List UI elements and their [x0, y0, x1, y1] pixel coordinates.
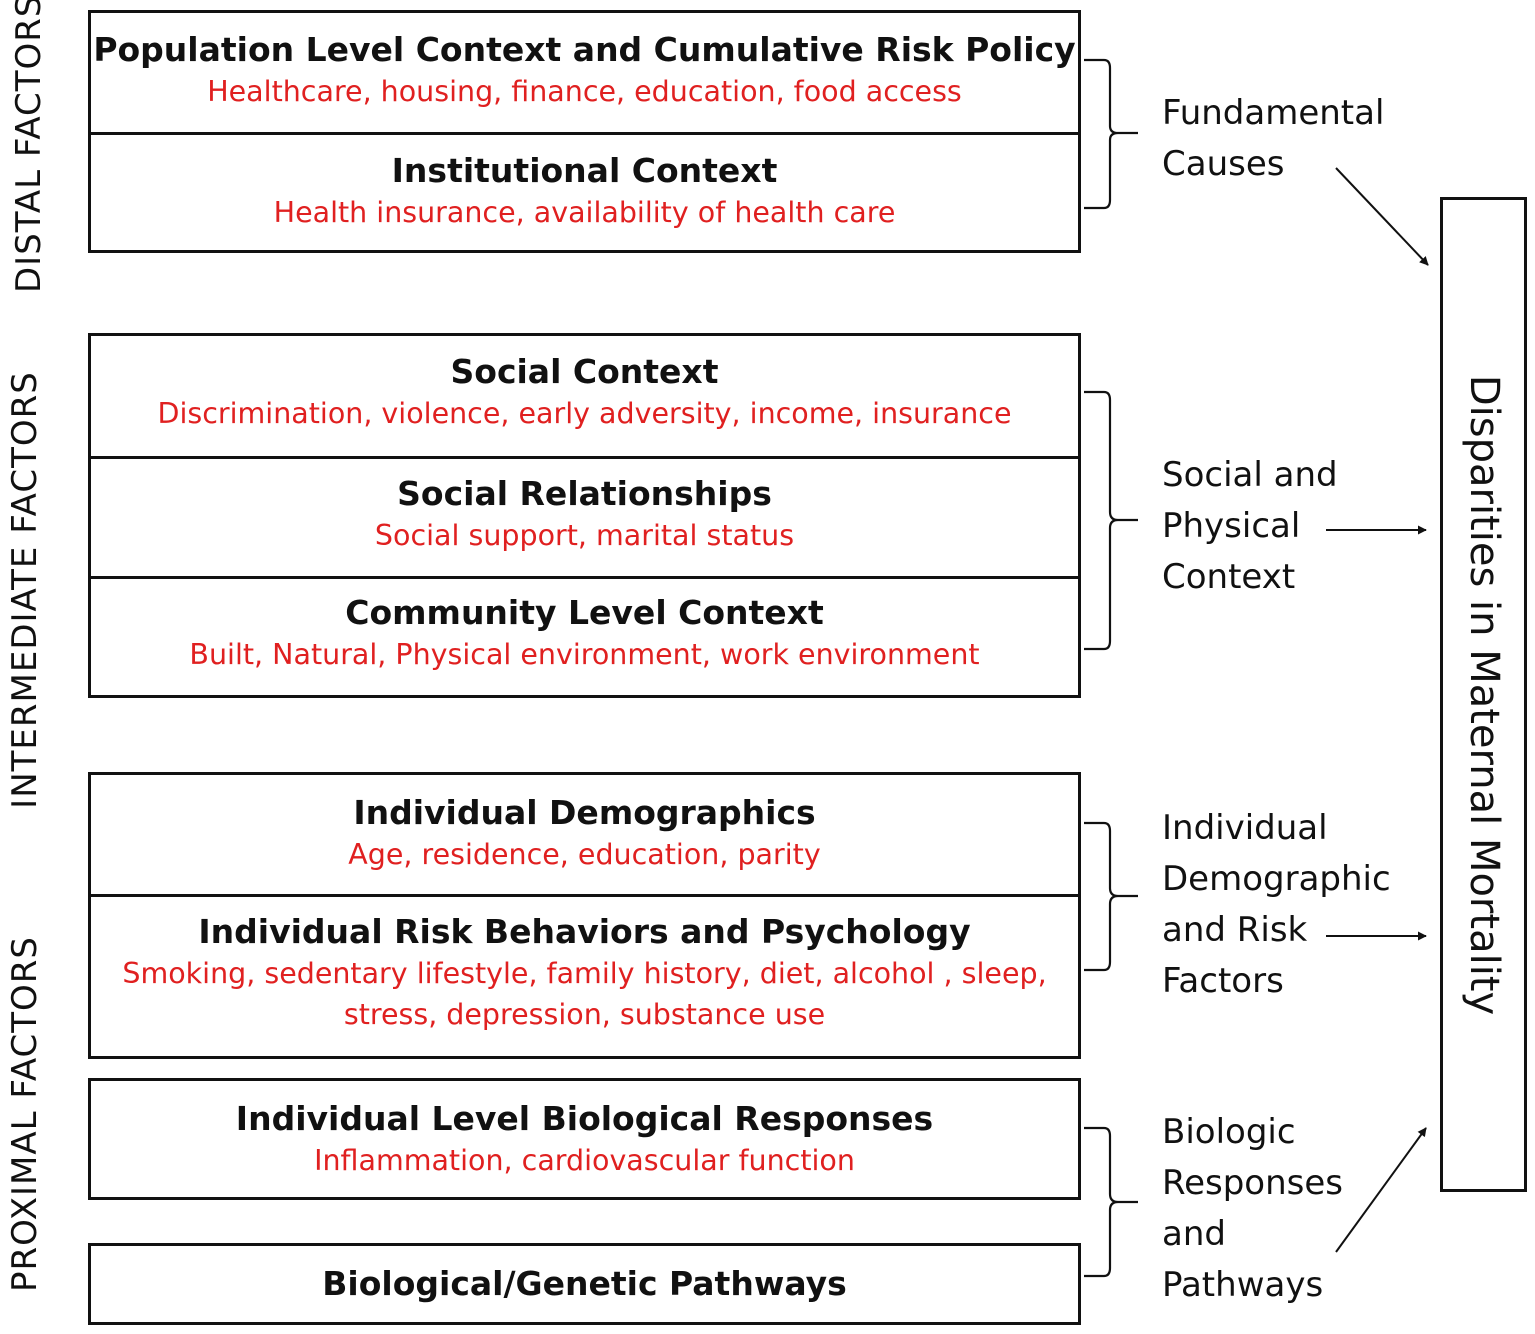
cause-biologic: Biologic Responses and Pathways [1162, 1107, 1343, 1311]
social-context-box: Social Context Discrimination, violence,… [91, 336, 1078, 456]
cause-individual-line: and Risk [1162, 910, 1308, 950]
arrow-biologic [1335, 1127, 1427, 1253]
outcome-box: Disparities in Maternal Mortality [1440, 197, 1527, 1192]
risk-behaviors-sub-line2: stress, depression, substance use [343, 998, 826, 1031]
social-relationships-title: Social Relationships [397, 474, 772, 513]
individual-demographics-title: Individual Demographics [353, 793, 816, 832]
brace-fundamental [1084, 58, 1138, 210]
individual-demographics-sub: Age, residence, education, parity [348, 838, 821, 871]
arrow-fundamental [1335, 167, 1429, 266]
community-context-title: Community Level Context [345, 593, 824, 632]
biological-responses-inner: Individual Level Biological Responses In… [91, 1081, 1078, 1197]
cause-biologic-line: Pathways [1162, 1265, 1324, 1305]
biological-responses-title: Individual Level Biological Responses [235, 1099, 934, 1138]
risk-behaviors-title: Individual Risk Behaviors and Psychology [198, 912, 971, 951]
social-relationships-sub: Social support, marital status [374, 519, 795, 552]
genetic-pathways-inner: Biological/Genetic Pathways [91, 1246, 1078, 1322]
biological-responses-box: Individual Level Biological Responses In… [88, 1078, 1081, 1200]
cause-fundamental-line: Fundamental [1162, 93, 1385, 133]
brace-social-physical [1084, 390, 1138, 651]
cause-fundamental: Fundamental Causes [1162, 88, 1384, 190]
cause-fundamental-line: Causes [1162, 144, 1285, 184]
social-relationships-box: Social Relationships Social support, mar… [91, 456, 1078, 576]
biological-responses-sub: Inflammation, cardiovascular function [314, 1144, 855, 1177]
genetic-pathways-title: Biological/Genetic Pathways [322, 1264, 847, 1303]
cause-social-physical-line: Physical [1162, 506, 1301, 546]
cause-social-physical-line: Context [1162, 557, 1296, 597]
cause-social-physical: Social and Physical Context [1162, 450, 1338, 603]
cause-individual-line: Individual [1162, 808, 1328, 848]
population-context-sub: Healthcare, housing, finance, education,… [207, 75, 962, 108]
institutional-context-box: Institutional Context Health insurance, … [91, 132, 1078, 250]
population-context-title: Population Level Context and Cumulative … [93, 30, 1076, 69]
risk-behaviors-sub-line1: Smoking, sedentary lifestyle, family his… [122, 957, 1047, 990]
cause-biologic-line: and [1162, 1214, 1226, 1254]
brace-biologic [1084, 1126, 1138, 1278]
institutional-context-title: Institutional Context [391, 151, 778, 190]
individual-demographics-box: Individual Demographics Age, residence, … [91, 775, 1078, 894]
cause-biologic-line: Responses [1162, 1163, 1344, 1203]
cause-individual: Individual Demographic and Risk Factors [1162, 803, 1391, 1007]
population-context-box: Population Level Context and Cumulative … [91, 13, 1078, 132]
cause-individual-line: Demographic [1162, 859, 1391, 899]
genetic-pathways-box: Biological/Genetic Pathways [88, 1243, 1081, 1325]
intermediate-group: Social Context Discrimination, violence,… [88, 333, 1081, 698]
proximal-group-individual: Individual Demographics Age, residence, … [88, 772, 1081, 1059]
community-context-box: Community Level Context Built, Natural, … [91, 576, 1078, 695]
cause-individual-line: Factors [1162, 961, 1284, 1001]
brace-individual [1084, 821, 1138, 972]
cause-social-physical-line: Social and [1162, 455, 1338, 495]
institutional-context-sub: Health insurance, availability of health… [273, 196, 896, 229]
distal-group: Population Level Context and Cumulative … [88, 10, 1081, 253]
risk-behaviors-box: Individual Risk Behaviors and Psychology… [91, 894, 1078, 1056]
social-context-sub: Discrimination, violence, early adversit… [157, 397, 1012, 430]
cause-biologic-line: Biologic [1162, 1112, 1296, 1152]
community-context-sub: Built, Natural, Physical environment, wo… [189, 638, 980, 671]
social-context-title: Social Context [450, 352, 719, 391]
